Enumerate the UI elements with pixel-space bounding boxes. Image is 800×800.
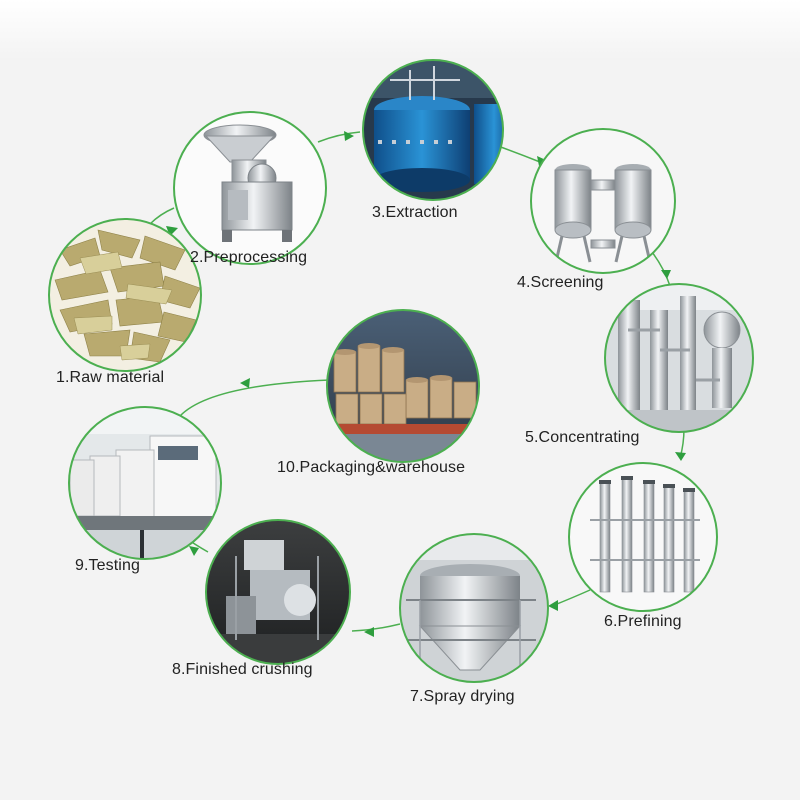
step-1-image (48, 218, 202, 372)
arrow-7-8 (364, 627, 374, 637)
step-8-label: 8.Finished crushing (172, 661, 313, 678)
step-6-image (568, 462, 718, 612)
step-10-label: 10.Packaging&warehouse (277, 459, 466, 476)
connector-1-2 (149, 207, 175, 225)
step-3-image (362, 59, 504, 201)
connector-7-8 (351, 623, 401, 632)
step-7-image (399, 533, 549, 683)
step-7-label: 7.Spray drying (410, 688, 515, 705)
step-4-image (530, 128, 676, 274)
arrow-9-10 (240, 378, 250, 388)
step-9-label: 9.Testing (75, 557, 140, 574)
background-top-fade (0, 0, 800, 60)
step-8-image (205, 519, 351, 665)
step-3-label: 3.Extraction (372, 204, 458, 221)
grinder-machine-photo (174, 112, 326, 264)
connector-9-10 (179, 379, 331, 417)
arrow-8-9 (189, 546, 199, 556)
connector-3-4 (497, 145, 541, 163)
step-10-image (326, 309, 480, 463)
step-2-image (173, 111, 327, 265)
warehouse-drums-photo (327, 310, 479, 462)
step-5-image (604, 283, 754, 433)
raw-material-photo (49, 219, 201, 371)
step-2-label: 2.Preprocessing (190, 249, 308, 266)
arrow-5-6 (675, 452, 686, 461)
arrow-6-7 (548, 600, 558, 611)
step-4-label: 4.Screening (517, 274, 604, 291)
connector-4-5 (651, 251, 671, 287)
step-5-label: 5.Concentrating (525, 429, 640, 446)
step-6-label: 6.Prefining (604, 613, 682, 630)
refining-columns-photo (569, 463, 717, 611)
spray-dryer-photo (400, 534, 548, 682)
concentrator-photo (605, 284, 753, 432)
step-1-label: 1.Raw material (56, 369, 165, 386)
arrow-4-5 (661, 270, 671, 279)
lab-instruments-photo (69, 407, 221, 559)
connector-2-3 (317, 131, 361, 143)
arrow-2-3 (344, 131, 354, 141)
step-9-image (68, 406, 222, 560)
